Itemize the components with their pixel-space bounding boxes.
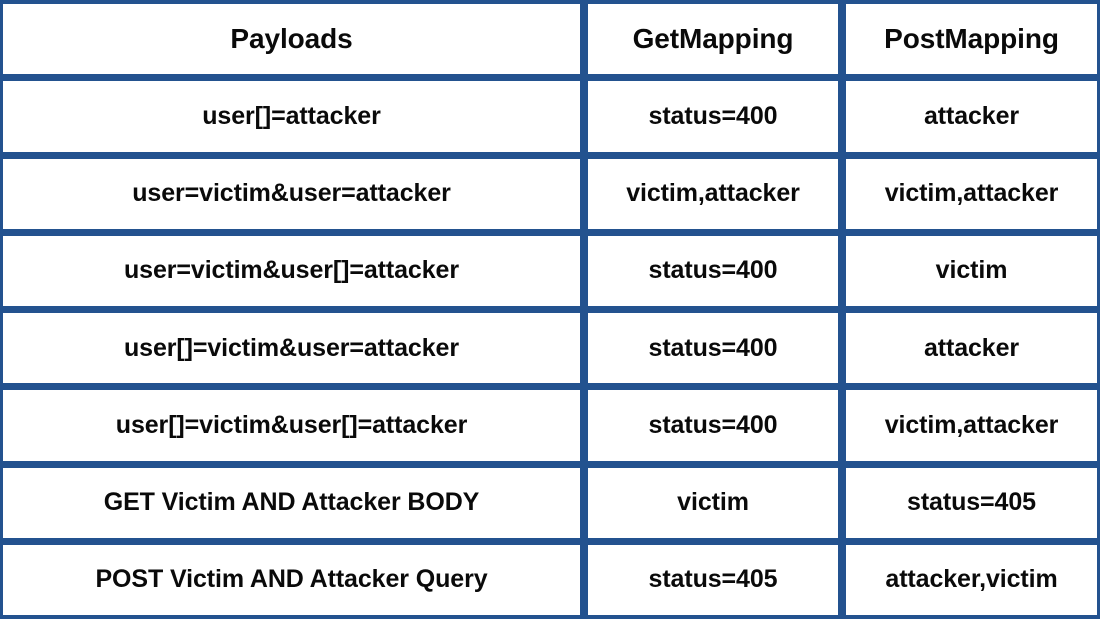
- cell-payloads-text: user=victim&user[]=attacker: [124, 256, 459, 285]
- row-divider: [3, 461, 1097, 468]
- cell-post-mapping: status=405: [846, 467, 1097, 538]
- column-divider: [580, 390, 588, 460]
- cell-post-mapping-text: attacker,victim: [885, 565, 1058, 594]
- cell-post-mapping: victim,attacker: [846, 158, 1097, 229]
- cell-post-mapping-text: victim,attacker: [884, 410, 1059, 439]
- cell-get-mapping: status=400: [588, 235, 838, 306]
- column-divider: [580, 159, 588, 229]
- row-divider: [3, 538, 1097, 545]
- cell-get-mapping-text: status=400: [648, 256, 778, 285]
- table-row: user=victim&user=attacker victim,attacke…: [3, 158, 1097, 229]
- table-row: user=victim&user[]=attacker status=400 v…: [3, 235, 1097, 306]
- cell-payloads: user[]=victim&user[]=attacker: [3, 390, 580, 461]
- cell-get-mapping: victim: [588, 467, 838, 538]
- column-divider: [580, 81, 588, 151]
- cell-payloads-text: user[]=victim&user=attacker: [124, 333, 459, 362]
- table-row: POST Victim AND Attacker Query status=40…: [3, 544, 1097, 615]
- column-header-post-mapping-label: PostMapping: [884, 23, 1059, 55]
- column-divider: [580, 4, 588, 74]
- cell-get-mapping: status=400: [588, 81, 838, 152]
- column-divider: [580, 545, 588, 615]
- cell-post-mapping-text: attacker: [923, 333, 1020, 362]
- cell-post-mapping-text: status=405: [907, 488, 1036, 517]
- table-row: user[]=attacker status=400 attacker: [3, 81, 1097, 152]
- cell-payloads-text: GET Victim AND Attacker BODY: [103, 488, 480, 517]
- column-header-get-mapping: GetMapping: [588, 4, 838, 75]
- cell-post-mapping: attacker,victim: [846, 544, 1097, 615]
- column-divider: [838, 468, 846, 538]
- column-header-payloads: Payloads: [3, 4, 580, 75]
- column-divider: [838, 4, 846, 74]
- cell-post-mapping: attacker: [846, 313, 1097, 384]
- cell-payloads: user=victim&user=attacker: [3, 158, 580, 229]
- cell-post-mapping: victim,attacker: [846, 390, 1097, 461]
- cell-get-mapping-text: status=405: [648, 565, 778, 594]
- cell-get-mapping: status=405: [588, 544, 838, 615]
- cell-post-mapping-text: victim,attacker: [884, 179, 1059, 208]
- cell-get-mapping-text: status=400: [648, 333, 778, 362]
- column-header-payloads-label: Payloads: [230, 23, 353, 55]
- cell-payloads-text: user=victim&user=attacker: [132, 179, 451, 208]
- column-divider: [580, 313, 588, 383]
- column-divider: [838, 236, 846, 306]
- cell-post-mapping: attacker: [846, 81, 1097, 152]
- table-row: user[]=victim&user=attacker status=400 a…: [3, 313, 1097, 384]
- cell-payloads: user[]=victim&user=attacker: [3, 313, 580, 384]
- row-divider: [3, 383, 1097, 390]
- column-divider: [838, 390, 846, 460]
- table-header-row: Payloads GetMapping PostMapping: [3, 4, 1097, 75]
- cell-get-mapping-text: status=400: [648, 101, 778, 130]
- cell-get-mapping-text: victim,attacker: [626, 179, 800, 208]
- row-divider: [3, 152, 1097, 159]
- cell-post-mapping: victim: [846, 235, 1097, 306]
- column-divider: [580, 236, 588, 306]
- cell-payloads-text: user[]=victim&user[]=attacker: [115, 410, 468, 439]
- row-divider: [3, 306, 1097, 313]
- cell-payloads: user[]=attacker: [3, 81, 580, 152]
- cell-get-mapping: victim,attacker: [588, 158, 838, 229]
- cell-get-mapping: status=400: [588, 390, 838, 461]
- cell-payloads-text: user[]=attacker: [202, 101, 381, 130]
- table-row: user[]=victim&user[]=attacker status=400…: [3, 390, 1097, 461]
- column-divider: [580, 468, 588, 538]
- cell-post-mapping-text: attacker: [923, 101, 1020, 130]
- column-header-get-mapping-label: GetMapping: [632, 23, 794, 55]
- cell-get-mapping: status=400: [588, 313, 838, 384]
- row-divider: [3, 74, 1097, 81]
- column-header-post-mapping: PostMapping: [846, 4, 1097, 75]
- cell-payloads-text: POST Victim AND Attacker Query: [95, 565, 488, 594]
- table-row: GET Victim AND Attacker BODY victim stat…: [3, 467, 1097, 538]
- cell-get-mapping-text: victim: [677, 488, 749, 517]
- cell-post-mapping-text: victim: [935, 256, 1008, 285]
- cell-payloads: user=victim&user[]=attacker: [3, 235, 580, 306]
- column-divider: [838, 159, 846, 229]
- cell-payloads: POST Victim AND Attacker Query: [3, 544, 580, 615]
- cell-payloads: GET Victim AND Attacker BODY: [3, 467, 580, 538]
- column-divider: [838, 313, 846, 383]
- column-divider: [838, 545, 846, 615]
- cell-get-mapping-text: status=400: [648, 410, 778, 439]
- column-divider: [838, 81, 846, 151]
- row-divider: [3, 229, 1097, 236]
